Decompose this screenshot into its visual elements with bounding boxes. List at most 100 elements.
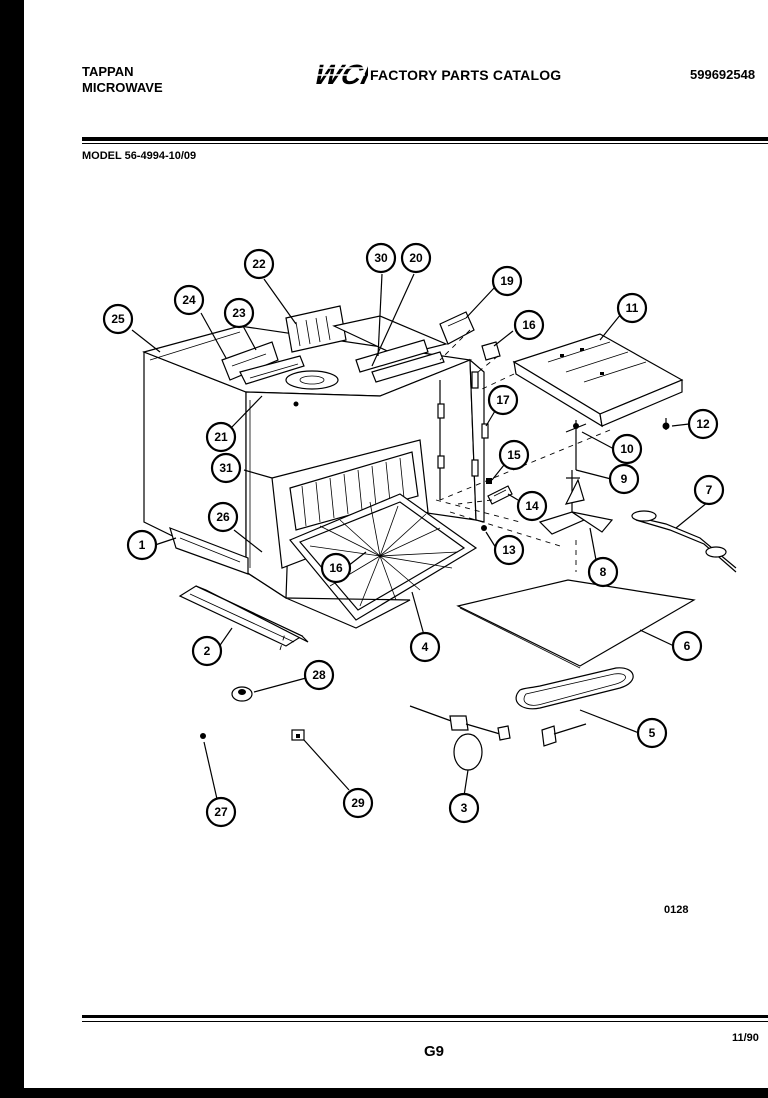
part-17-clip	[481, 423, 489, 439]
svg-text:25: 25	[111, 312, 125, 326]
brand-product-line: MICROWAVE	[82, 80, 163, 95]
callout-17: 17	[487, 384, 519, 416]
revision-date: 11/90	[732, 1032, 759, 1044]
svg-text:3: 3	[461, 801, 468, 815]
svg-text:17: 17	[496, 393, 510, 407]
callout-3: 3	[448, 792, 480, 824]
svg-text:29: 29	[351, 796, 365, 810]
svg-text:31: 31	[219, 461, 233, 475]
svg-text:16: 16	[522, 318, 536, 332]
callout-30: 30	[365, 242, 397, 274]
header-rule	[82, 137, 768, 141]
part-3-thermostat	[409, 705, 511, 771]
svg-text:23: 23	[232, 306, 246, 320]
part-15-clip	[486, 478, 492, 484]
top-components	[221, 305, 448, 407]
callout-10: 10	[611, 433, 643, 465]
callout-15: 15	[498, 439, 530, 471]
callout-21: 21	[205, 421, 237, 453]
svg-text:14: 14	[525, 499, 539, 513]
svg-text:27: 27	[214, 805, 228, 819]
callout-23: 23	[223, 297, 255, 329]
broiler-pan	[289, 493, 478, 621]
svg-text:1: 1	[139, 538, 146, 552]
svg-text:22: 22	[252, 257, 266, 271]
callout-1: 1	[126, 529, 158, 561]
part-28-knob	[231, 686, 253, 702]
callout-14: 14	[516, 490, 548, 522]
svg-text:28: 28	[312, 668, 326, 682]
part-5-gasket	[515, 667, 634, 747]
footer-rule	[82, 1015, 768, 1018]
callout-8: 8	[587, 556, 619, 588]
footer-rule-thin	[82, 1021, 768, 1022]
callout-19: 19	[491, 265, 523, 297]
part-7-cord	[631, 510, 737, 573]
part-8-stirrer-blade	[538, 478, 614, 535]
svg-text:13: 13	[502, 543, 516, 557]
callout-16a: 16	[320, 552, 352, 584]
callout-28: 28	[303, 659, 335, 691]
callout-2: 2	[191, 635, 223, 667]
callout-4: 4	[409, 631, 441, 663]
header-rule-thin	[82, 143, 768, 144]
callout-7: 7	[693, 474, 725, 506]
catalog-title: FACTORY PARTS CATALOG	[370, 67, 562, 83]
callout-26: 26	[207, 501, 239, 533]
part-29-connector	[291, 729, 305, 741]
part-13-screw	[481, 525, 487, 531]
part-18-clip	[481, 341, 501, 361]
svg-text:4: 4	[422, 640, 429, 654]
svg-text:11: 11	[626, 301, 639, 315]
svg-text:2: 2	[204, 644, 211, 658]
svg-text:12: 12	[696, 417, 710, 431]
svg-text:30: 30	[374, 251, 388, 265]
callout-5: 5	[636, 717, 668, 749]
svg-text:20: 20	[409, 251, 423, 265]
leader-lines	[131, 273, 709, 800]
callout-12: 12	[687, 408, 719, 440]
part-27-pin	[200, 733, 206, 739]
callout-20: 20	[400, 242, 432, 274]
page-code: G9	[424, 1043, 445, 1060]
svg-text:16: 16	[329, 561, 343, 575]
svg-text:15: 15	[507, 448, 521, 462]
callout-9: 9	[608, 463, 640, 495]
wci-logo: WCI	[311, 59, 368, 90]
svg-text:7: 7	[706, 483, 713, 497]
part-10-shaft	[565, 420, 587, 470]
svg-text:26: 26	[216, 510, 230, 524]
svg-text:8: 8	[600, 565, 607, 579]
callout-6: 6	[671, 630, 703, 662]
callout-27: 27	[205, 796, 237, 828]
oven-rack	[289, 451, 419, 531]
callout-22: 22	[243, 248, 275, 280]
part-6-glass-tray	[456, 579, 696, 669]
svg-text:19: 19	[500, 274, 514, 288]
part-12-screw	[662, 418, 670, 430]
oven-cabinet	[142, 305, 485, 629]
part-19-bracket	[439, 311, 475, 345]
svg-text:21: 21	[214, 430, 228, 444]
part-14-heater-strip	[487, 485, 513, 505]
brand-name: TAPPAN	[82, 64, 134, 79]
svg-text:5: 5	[649, 726, 656, 740]
catalog-page: TAPPAN MICROWAVE WCI FACTORY PARTS CATAL…	[24, 0, 768, 1088]
callout-24: 24	[173, 284, 205, 316]
part-number: 599692548	[690, 67, 756, 82]
callout-16b: 16	[513, 309, 545, 341]
brand-block: TAPPAN MICROWAVE	[82, 64, 163, 96]
part-2-bottom-rail	[178, 585, 309, 647]
callout-29: 29	[342, 787, 374, 819]
callout-31: 31	[210, 452, 242, 484]
part-11-control-box	[512, 333, 684, 428]
svg-text:9: 9	[621, 472, 628, 486]
svg-text:24: 24	[182, 293, 196, 307]
callout-25: 25	[102, 303, 134, 335]
svg-text:6: 6	[684, 639, 691, 653]
diagram-code: 0128	[664, 904, 689, 916]
svg-text:10: 10	[620, 442, 634, 456]
exploded-parts-diagram: 1 2 3 4 5 6 7 8 9 10 11 12 13 14 15 16 1…	[102, 242, 737, 828]
callout-13: 13	[493, 534, 525, 566]
callout-11: 11	[616, 292, 648, 324]
